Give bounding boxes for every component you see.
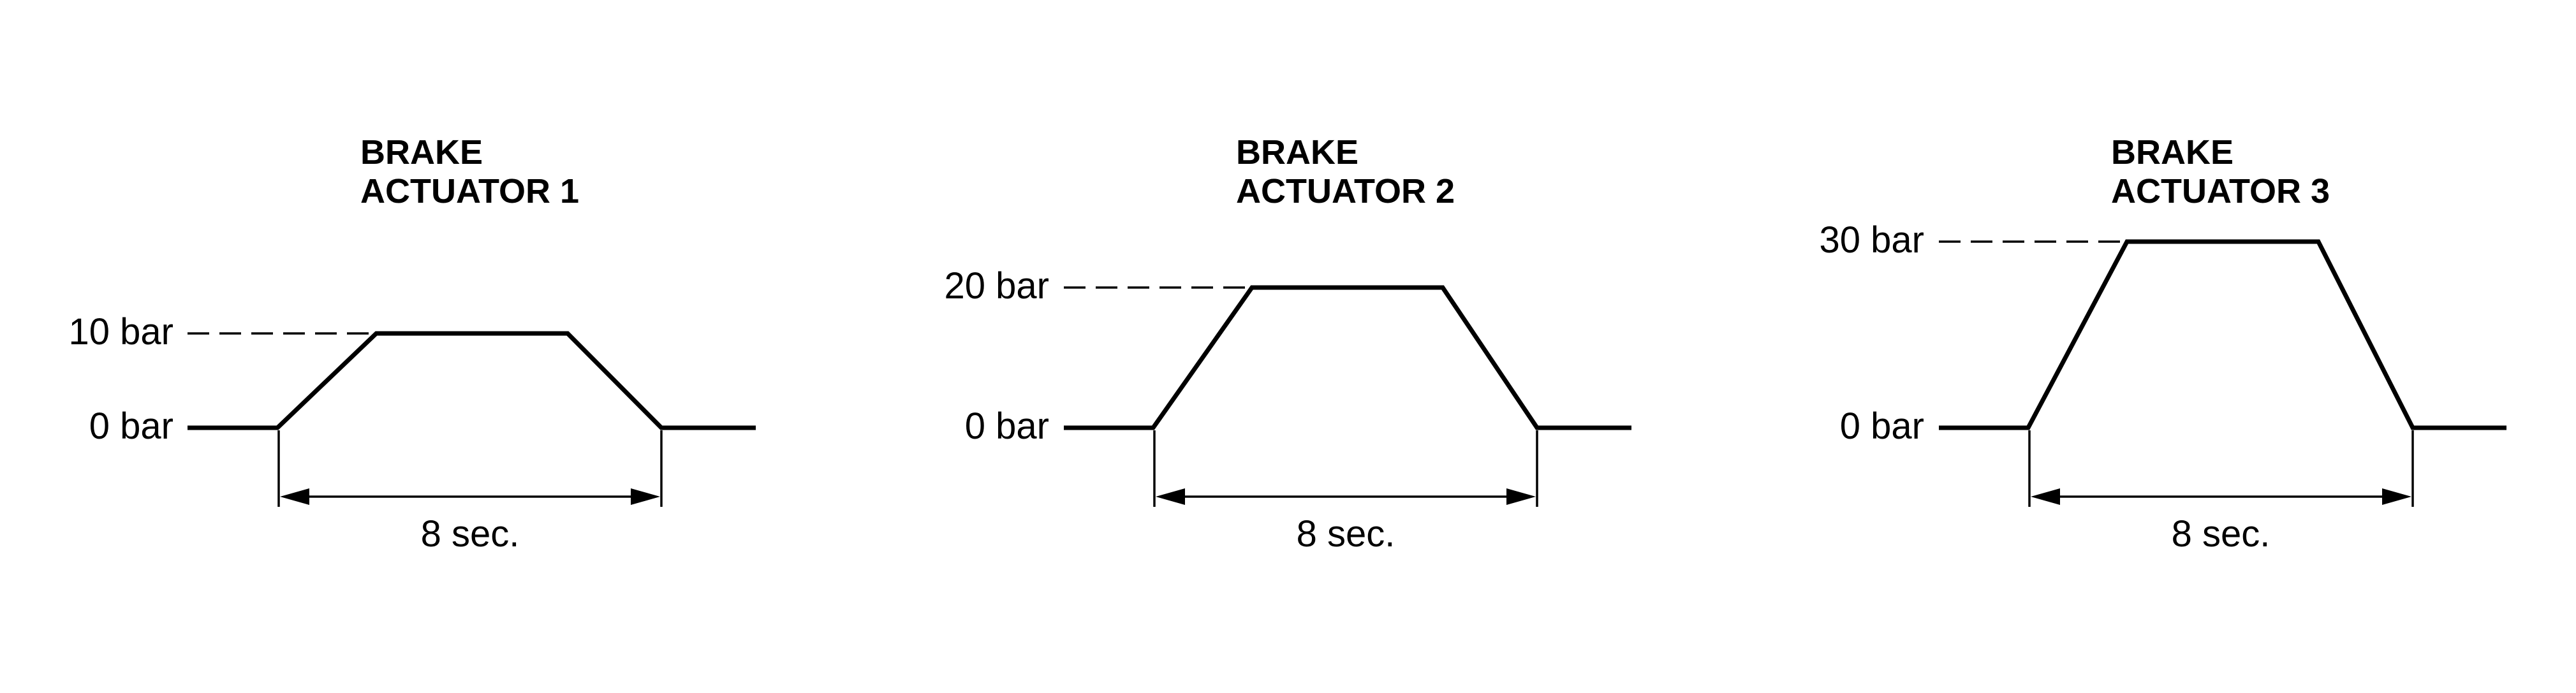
panel-2-title-line-2: ACTUATOR 2	[1236, 172, 1455, 210]
panel-2-pressure-curve	[1064, 285, 1631, 430]
panel-actuator-3: BRAKE ACTUATOR 3 30 bar 0 bar 8 sec.	[1820, 133, 2506, 555]
panel-3-title-line-1: BRAKE	[2111, 133, 2234, 171]
panel-actuator-1: BRAKE ACTUATOR 1 10 bar 0 bar 8 sec.	[69, 133, 756, 555]
panel-1-right-arrowhead	[631, 488, 660, 505]
panel-3-peak-label: 30 bar	[1820, 219, 1924, 261]
panel-2-duration-label: 8 sec.	[1297, 513, 1395, 555]
panel-2-peak-label: 20 bar	[945, 265, 1049, 307]
panel-3-pressure-curve	[1939, 239, 2506, 430]
panel-3-duration-label: 8 sec.	[2172, 513, 2271, 555]
panel-3-title-line-2: ACTUATOR 3	[2111, 172, 2330, 210]
panel-1-title-line-2: ACTUATOR 1	[360, 172, 579, 210]
panel-3-base-label: 0 bar	[1840, 405, 1924, 447]
panel-1-pressure-curve	[188, 331, 756, 430]
panel-2-right-arrowhead	[1506, 488, 1536, 505]
panel-2-title-line-1: BRAKE	[1236, 133, 1358, 171]
panel-1-peak-label: 10 bar	[69, 311, 173, 353]
panel-2-left-arrowhead	[1156, 488, 1185, 505]
panel-3-left-arrowhead	[2031, 488, 2060, 505]
panel-1-base-label: 0 bar	[89, 405, 173, 447]
panel-1-duration-label: 8 sec.	[421, 513, 520, 555]
panel-2-base-label: 0 bar	[965, 405, 1049, 447]
panel-actuator-2: BRAKE ACTUATOR 2 20 bar 0 bar 8 sec.	[945, 133, 1631, 555]
panel-1-left-arrowhead	[280, 488, 309, 505]
panel-3-right-arrowhead	[2382, 488, 2411, 505]
panel-1-title-line-1: BRAKE	[360, 133, 483, 171]
